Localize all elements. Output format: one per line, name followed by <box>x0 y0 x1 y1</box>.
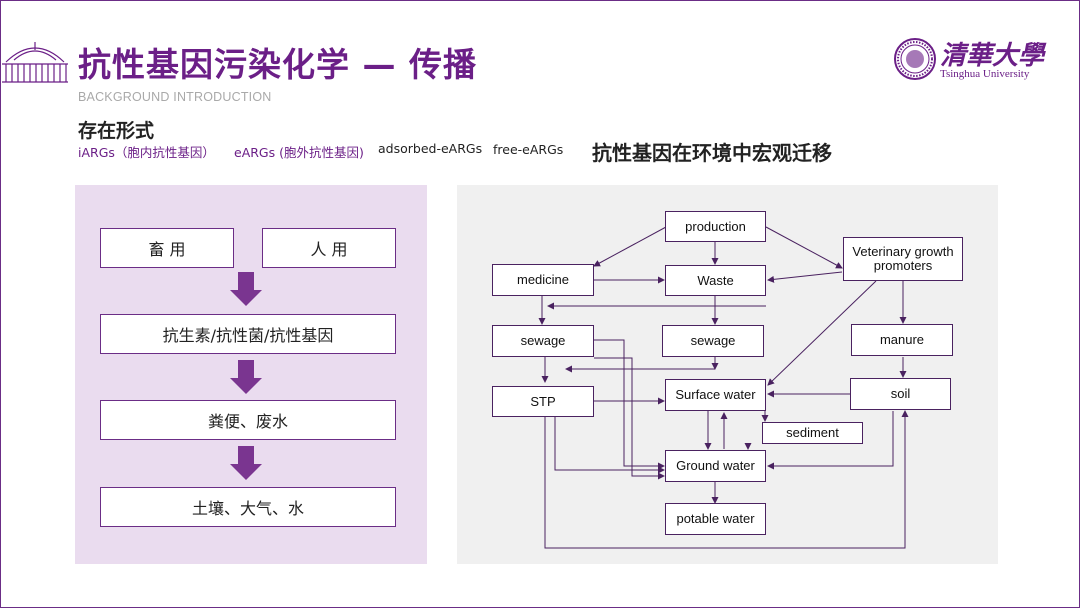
form-item: eARGs (胞外抗性基因) <box>234 145 364 160</box>
node-surface-water: Surface water <box>665 379 766 411</box>
page-title: 抗性基因污染化学 — 传播 <box>78 45 477 84</box>
building-logo-icon <box>2 42 68 83</box>
flow-step-antibiotics: 抗生素/抗性菌/抗性基因 <box>100 314 396 354</box>
section-heading: 存在形式 <box>78 120 155 142</box>
university-name-cn: 清華大學 <box>940 41 1045 71</box>
down-arrow-icon <box>230 446 262 480</box>
node-waste: Waste <box>665 265 766 296</box>
node-ground-water: Ground water <box>665 450 766 482</box>
university-name-en: Tsinghua University <box>940 68 1030 80</box>
node-manure: manure <box>851 324 953 356</box>
flow-step-waste: 粪便、废水 <box>100 400 396 440</box>
node-sewage-left: sewage <box>492 325 594 357</box>
node-production: production <box>665 211 766 242</box>
source-livestock: 畜 用 <box>100 228 234 268</box>
node-stp: STP <box>492 386 594 417</box>
source-human: 人 用 <box>262 228 396 268</box>
flow-step-environment: 土壤、大气、水 <box>100 487 396 527</box>
form-item: adsorbed-eARGs <box>378 141 483 156</box>
down-arrow-icon <box>230 360 262 394</box>
form-item: iARGs（胞内抗性基因） <box>78 145 215 160</box>
node-sediment: sediment <box>762 422 863 444</box>
node-sewage-mid: sewage <box>662 325 764 357</box>
macro-heading: 抗性基因在环境中宏观迁移 <box>592 141 832 165</box>
node-potable-water: potable water <box>665 503 766 535</box>
page-subtitle: BACKGROUND INTRODUCTION <box>78 90 272 104</box>
down-arrow-icon <box>230 272 262 306</box>
university-seal-icon <box>894 38 936 80</box>
node-veterinary-growth-promoters: Veterinary growth promoters <box>843 237 963 281</box>
form-item: free-eARGs <box>493 142 564 157</box>
node-soil: soil <box>850 378 951 410</box>
node-medicine: medicine <box>492 264 594 296</box>
